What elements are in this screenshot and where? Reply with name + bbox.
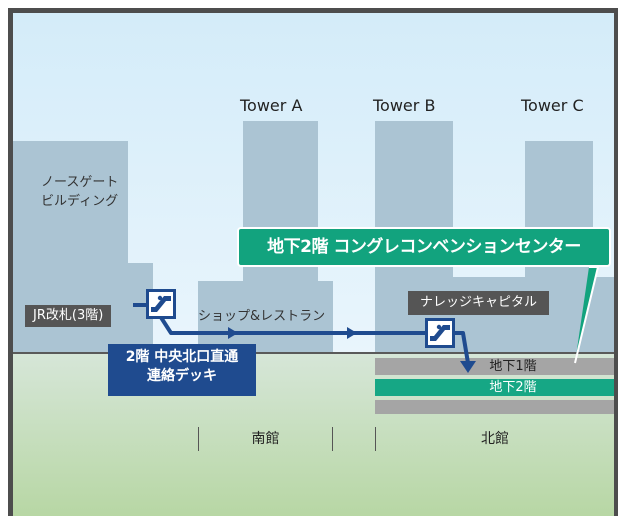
route-arrow-2 <box>347 327 357 339</box>
escalator-icon-north-inner <box>428 321 452 345</box>
floor-b1: 地下1階 <box>375 358 614 375</box>
floor-b1-label: 地下1階 <box>489 359 537 374</box>
floor-b3 <box>375 400 614 414</box>
floor-b2-label: 地下2階 <box>489 380 537 395</box>
tower-c-label: Tower C <box>521 96 584 115</box>
north-section-label: 北館 <box>481 431 509 447</box>
deck-label-line2: 連絡デッキ <box>147 368 217 384</box>
escalator-glyph-north <box>430 324 450 341</box>
floor-b2: 地下2階 <box>375 379 614 396</box>
shops-label: ショップ&レストラン <box>198 309 326 324</box>
north-gate-building-label: ノースゲート ビルディング <box>41 173 118 211</box>
building-map: Tower A Tower B Tower C ノースゲート ビルディング 地下… <box>8 8 618 516</box>
tower-a-label: Tower A <box>240 96 303 115</box>
jr-gate-label: JR改札(3階) <box>25 305 112 327</box>
route-arrow-1 <box>228 327 238 339</box>
deck-label: 2階 中央北口直通 連絡デッキ <box>108 344 256 396</box>
callout-pointer <box>574 266 600 364</box>
escalator-icon <box>146 289 176 319</box>
south-building-shape <box>198 281 333 356</box>
north-gate-building-line1: ノースゲート <box>41 175 119 190</box>
south-section-label: 南館 <box>251 431 280 447</box>
escalator-glyph <box>151 295 171 312</box>
escalator-icon-north <box>425 318 455 348</box>
ground-line <box>13 352 614 354</box>
knowledge-capital-label: ナレッジキャピタル <box>408 291 550 315</box>
tower-b-label: Tower B <box>373 96 436 115</box>
south-section: 南館 <box>198 427 333 451</box>
route-arrow-down <box>460 361 476 373</box>
convention-center-callout: 地下2階 コングレコンベンションセンター <box>237 227 611 267</box>
deck-label-line1: 2階 中央北口直通 <box>125 349 239 365</box>
tower-c-base-shape <box>593 303 614 356</box>
north-gate-building-line2: ビルディング <box>41 194 119 209</box>
north-section: 北館 <box>375 427 614 451</box>
escalator-icon-inner <box>149 292 173 316</box>
